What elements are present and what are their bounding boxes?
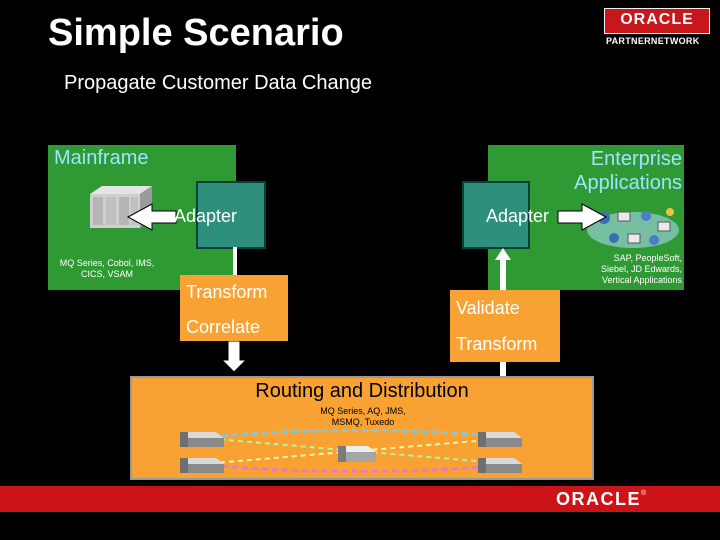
- enterprise-caption-line1: SAP, PeopleSoft,: [613, 253, 682, 263]
- router-center-icon: [338, 446, 376, 462]
- enterprise-caption: SAP, PeopleSoft, Siebel, JD Edwards, Ver…: [568, 253, 682, 286]
- arrow-to-enterprise: [557, 203, 608, 231]
- mainframe-caption-line2: CICS, VSAM: [80, 269, 133, 279]
- enterprise-caption-line3: Vertical Applications: [601, 275, 682, 285]
- oracle-logo-text: ORACLE: [620, 11, 694, 28]
- adapter-left-block: [196, 181, 266, 249]
- routing-caption-line2: MSMQ, Tuxedo: [331, 417, 395, 427]
- arrow-down-to-routing: [220, 340, 248, 373]
- routing-distribution-label: Routing and Distribution: [255, 380, 469, 402]
- slide-subtitle: Propagate Customer Data Change: [64, 72, 372, 94]
- message-bus-network-icon: [180, 429, 522, 473]
- arrow-up-to-adapter: [495, 248, 511, 290]
- router-left-top-icon: [180, 432, 224, 447]
- footer-oracle-logo: ORACLE: [556, 489, 641, 509]
- adapter-right-block: [462, 181, 530, 249]
- routing-caption: MQ Series, AQ, JMS, MSMQ, Tuxedo: [300, 406, 426, 428]
- enterprise-label-line1: Enterprise: [590, 148, 682, 170]
- correlate-label: Correlate: [186, 317, 261, 337]
- oracle-partner-logo: ORACLE PARTNERNETWORK: [604, 8, 710, 48]
- transform-correlate-box: [180, 275, 288, 341]
- router-left-bottom-icon: [180, 458, 224, 473]
- enterprise-caption-line2: Siebel, JD Edwards,: [600, 264, 682, 274]
- validate-transform-box: [450, 290, 560, 362]
- connector-stem-left: [233, 247, 237, 279]
- enterprise-applications-label: Enterprise Applications: [560, 147, 682, 195]
- mainframe-server-icon: [90, 186, 152, 228]
- router-right-bottom-icon: [478, 458, 522, 473]
- enterprise-apps-icon: [587, 208, 679, 248]
- mainframe-caption: MQ Series, Cobol, IMS, CICS, VSAM: [50, 258, 164, 280]
- adapter-left-label: Adapter: [174, 206, 238, 226]
- validate-label: Validate: [456, 298, 520, 318]
- transform-right-label: Transform: [456, 334, 538, 354]
- router-right-top-icon: [478, 432, 522, 447]
- routing-caption-line1: MQ Series, AQ, JMS,: [320, 406, 406, 416]
- arrow-to-mainframe: [126, 203, 177, 231]
- connector-stem-right: [500, 360, 506, 378]
- mainframe-label: Mainframe: [54, 147, 149, 169]
- enterprise-label-line2: Applications: [574, 172, 682, 194]
- transform-left-label: Transform: [186, 282, 268, 302]
- mainframe-caption-line1: MQ Series, Cobol, IMS,: [59, 258, 155, 268]
- slide-title: Simple Scenario: [48, 12, 344, 54]
- partner-network-text: PARTNERNETWORK: [606, 36, 700, 46]
- footer-bar: [0, 486, 720, 512]
- footer-trademark: ®: [641, 490, 647, 497]
- adapter-right-label: Adapter: [486, 206, 550, 226]
- oracle-logo-box: [604, 8, 710, 34]
